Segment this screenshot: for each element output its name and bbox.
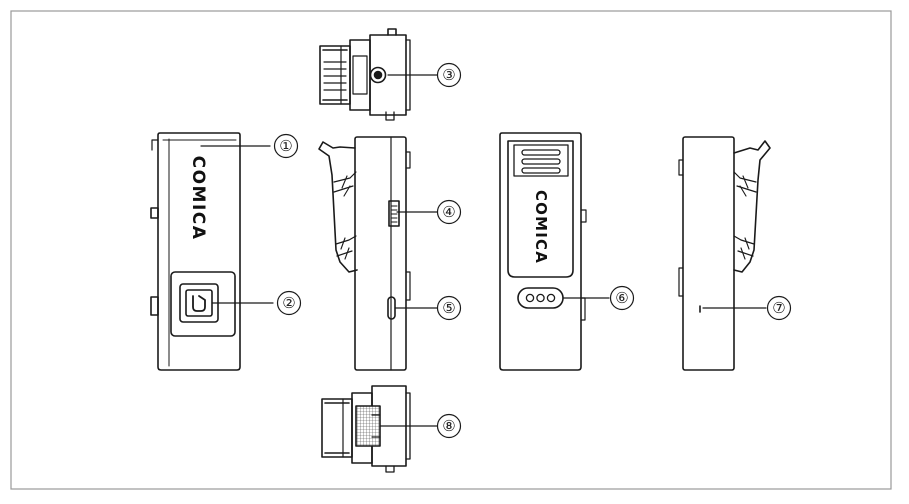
microphone-grille bbox=[355, 405, 381, 447]
logo-icon bbox=[192, 295, 206, 312]
slide-switch bbox=[388, 200, 400, 227]
top-view bbox=[319, 28, 438, 121]
side-view-left bbox=[318, 136, 438, 371]
brand-logo-front: COMICA bbox=[188, 156, 208, 241]
callout-6: ⑥ bbox=[615, 289, 628, 307]
diagram-frame bbox=[10, 10, 892, 490]
callout-2: ② bbox=[282, 294, 295, 312]
front-view bbox=[150, 132, 274, 371]
brand-logo-back: COMICA bbox=[532, 190, 550, 264]
side-view-right bbox=[678, 136, 771, 371]
callout-1: ① bbox=[279, 137, 292, 155]
back-view bbox=[499, 132, 610, 371]
callout-8: ⑧ bbox=[442, 417, 455, 435]
callout-labels: ① ② ③ ④ ⑤ ⑥ ⑦ ⑧ bbox=[279, 66, 785, 435]
callout-3: ③ bbox=[442, 66, 455, 84]
charging-contacts bbox=[517, 287, 564, 309]
callout-5: ⑤ bbox=[442, 299, 455, 317]
bottom-view bbox=[321, 385, 438, 473]
callout-circles bbox=[273, 62, 792, 439]
callout-7: ⑦ bbox=[772, 299, 785, 317]
power-button bbox=[185, 289, 213, 317]
jack-port-icon bbox=[369, 66, 387, 84]
power-button-panel bbox=[170, 271, 236, 337]
callout-4: ④ bbox=[442, 203, 455, 221]
